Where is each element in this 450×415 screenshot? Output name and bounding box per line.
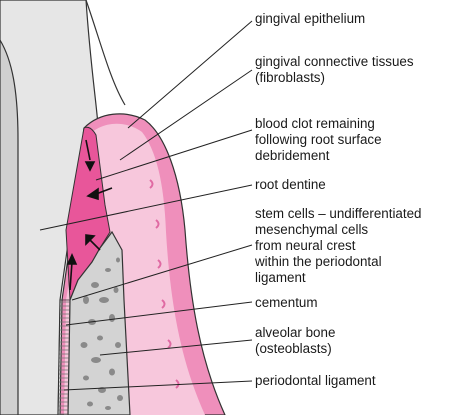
label-stem-cells: stem cells – undifferentiated mesenchyma… [255,206,422,285]
cell-migration-arrow-icon [66,139,113,291]
label-blood-clot: blood clot remaining following root surf… [255,116,382,163]
label-root-dentine: root dentine [255,177,326,192]
label-periodontal-ligament: periodontal ligament [255,373,376,388]
periodontal-ligament [57,299,71,415]
label-gingival-epithelium: gingival epithelium [255,11,366,26]
leader-lines [39,20,253,391]
gingival-margin-scallops [149,179,180,389]
bone-pores [80,257,123,410]
root-dentine [0,0,99,415]
label-alveolar-bone: alveolar bone (osteoblasts) [255,325,336,356]
label-gingival-connective-tissues: gingival connective tissues (fibroblasts… [255,54,414,85]
label-cementum: cementum [255,295,318,310]
gingival-epithelium [85,0,126,106]
pulp-canal [0,38,19,415]
